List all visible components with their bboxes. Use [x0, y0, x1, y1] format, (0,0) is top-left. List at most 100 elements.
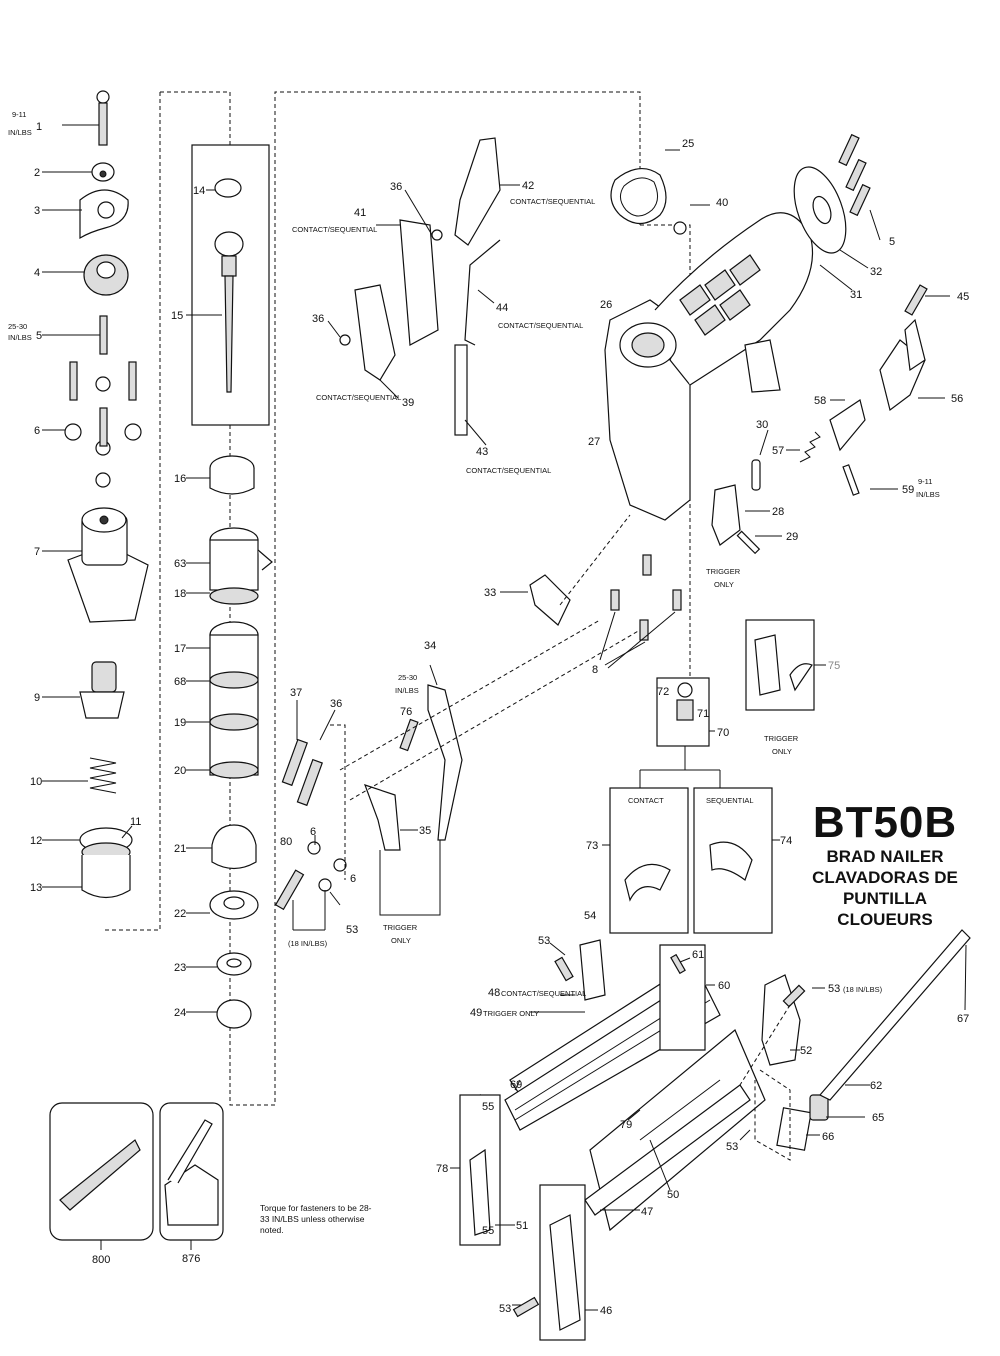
title-line-2: CLAVADORAS DE PUNTILLA — [812, 868, 958, 908]
label-25: 25 — [682, 138, 694, 150]
label-39-note: CONTACT/SEQUENTIAL — [316, 393, 401, 402]
magazine-assembly — [450, 929, 971, 1341]
part-6-screw-set — [42, 361, 142, 488]
part-7-cylinder-cap — [42, 507, 149, 623]
part-1-screw — [62, 90, 110, 146]
label-70: 70 — [717, 727, 729, 739]
label-72: 72 — [657, 686, 669, 698]
label-75: 75 — [828, 660, 840, 672]
label-36a: 36 — [390, 181, 402, 193]
label-1-torque-a: 9-11 — [12, 110, 26, 119]
label-74: 74 — [780, 835, 792, 847]
label-45: 45 — [957, 291, 969, 303]
label-57: 57 — [772, 445, 784, 457]
label-76: 76 — [400, 706, 412, 718]
label-52: 52 — [800, 1045, 812, 1057]
parts-70-75-trigger-kit — [602, 619, 826, 934]
label-35: 35 — [419, 825, 431, 837]
label-73: 73 — [586, 840, 598, 852]
label-12: 12 — [30, 835, 42, 847]
part-10-spring — [42, 757, 117, 794]
label-36c: 36 — [330, 698, 342, 710]
label-43: 43 — [476, 446, 488, 458]
label-10: 10 — [30, 776, 42, 788]
label-59-torque-b: IN/LBS — [916, 490, 940, 499]
label-53d: 53 — [726, 1141, 738, 1153]
label-56: 56 — [951, 393, 963, 405]
label-trigger-only-35-a: TRIGGER — [383, 923, 418, 932]
parts-16-24-seals — [186, 455, 273, 1029]
parts-45-59-trigger — [711, 284, 950, 555]
label-44: 44 — [496, 302, 508, 314]
label-55b: 55 — [482, 1225, 494, 1237]
label-29: 29 — [786, 531, 798, 543]
label-32: 32 — [870, 266, 882, 278]
label-19: 19 — [174, 717, 186, 729]
label-55a: 55 — [482, 1101, 494, 1113]
model-name: BT50B — [812, 798, 958, 847]
label-48-note: CONTACT/SEQUENTIAL — [501, 989, 586, 998]
label-876: 876 — [182, 1253, 200, 1265]
label-31: 31 — [850, 289, 862, 301]
label-50: 50 — [667, 1189, 679, 1201]
part-5-screw — [42, 315, 108, 355]
label-47: 47 — [641, 1206, 653, 1218]
label-13: 13 — [30, 882, 42, 894]
label-68: 68 — [174, 676, 186, 688]
label-17: 17 — [174, 643, 186, 655]
part-4-bushing — [42, 254, 129, 296]
label-11: 11 — [130, 816, 141, 828]
label-contact: CONTACT — [628, 796, 664, 805]
label-30: 30 — [756, 419, 768, 431]
label-53c: 53 — [828, 983, 840, 995]
label-34-torque-a: 25-30 — [398, 673, 417, 682]
title-line-1: BRAD NAILER — [826, 847, 944, 866]
label-22: 22 — [174, 908, 186, 920]
label-46: 46 — [600, 1305, 612, 1317]
label-5: 5 — [36, 330, 42, 342]
label-53e: 53 — [499, 1303, 511, 1315]
label-51: 51 — [516, 1220, 528, 1232]
label-58: 58 — [814, 395, 826, 407]
label-7: 7 — [34, 546, 40, 558]
label-8: 8 — [592, 664, 598, 676]
label-24: 24 — [174, 1007, 186, 1019]
label-34-torque-b: IN/LBS — [395, 686, 419, 695]
label-79: 79 — [620, 1119, 632, 1131]
label-41: 41 — [354, 207, 366, 219]
label-44-note: CONTACT/SEQUENTIAL — [498, 321, 583, 330]
title-block: BT50B BRAD NAILER CLAVADORAS DE PUNTILLA… — [790, 800, 980, 930]
label-42-note: CONTACT/SEQUENTIAL — [510, 197, 595, 206]
label-43-note: CONTACT/SEQUENTIAL — [466, 466, 551, 475]
label-18: 18 — [174, 588, 186, 600]
label-5b: 5 — [889, 236, 895, 248]
label-1: 1 — [36, 121, 42, 133]
label-16: 16 — [174, 473, 186, 485]
label-54: 54 — [584, 910, 596, 922]
part-9-piston — [42, 661, 125, 719]
label-6c: 6 — [350, 873, 356, 885]
label-42: 42 — [522, 180, 534, 192]
title-line-3: CLOUEURS — [837, 910, 933, 929]
parts-36-44-contact — [327, 137, 520, 446]
label-27: 27 — [588, 436, 600, 448]
label-4: 4 — [34, 267, 40, 279]
label-6b: 6 — [310, 826, 316, 838]
label-48: 48 — [488, 987, 500, 999]
label-6: 6 — [34, 425, 40, 437]
label-5-torque-b: IN/LBS — [8, 333, 32, 342]
label-18-inlbs: (18 IN/LBS) — [288, 939, 328, 948]
label-49: 49 — [470, 1007, 482, 1019]
parts-34-37-contact-arm — [274, 619, 641, 931]
label-36b: 36 — [312, 313, 324, 325]
label-5-torque-a: 25-30 — [8, 322, 27, 331]
part-11-13-bumper — [42, 825, 133, 899]
part-2-washer — [42, 162, 115, 182]
label-trigger-only-75-a: TRIGGER — [764, 734, 799, 743]
label-53a: 53 — [346, 924, 358, 936]
part-number-labels: 1 9-11 IN/LBS 2 3 4 5 25-30 IN/LBS 6 7 9… — [8, 110, 969, 1317]
label-62: 62 — [870, 1080, 882, 1092]
label-59-torque-a: 9-11 — [918, 477, 932, 486]
label-21: 21 — [174, 843, 186, 855]
